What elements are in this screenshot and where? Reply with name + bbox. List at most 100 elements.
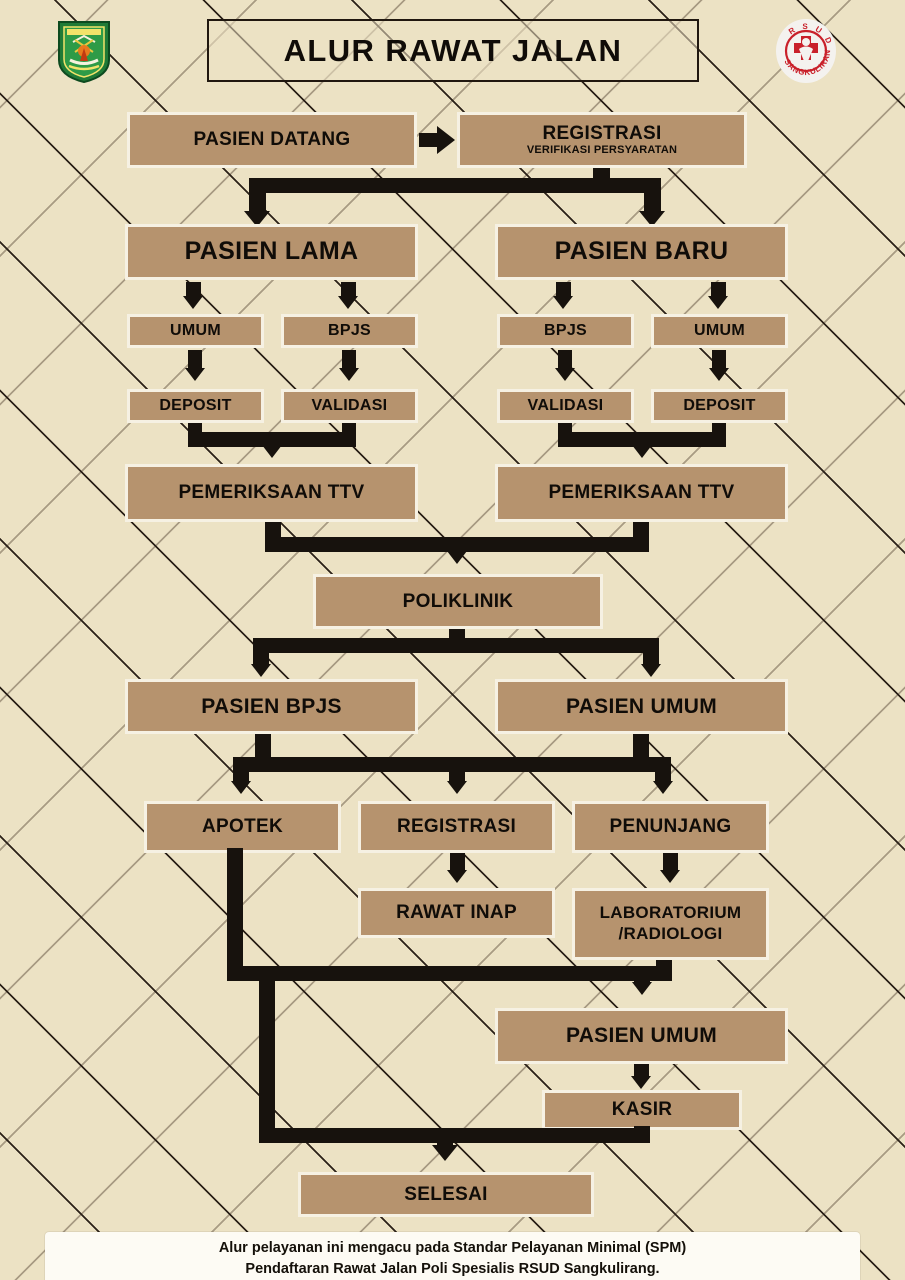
node-label: DEPOSIT	[683, 396, 756, 414]
node-registrasi-top[interactable]: REGISTRASI VERIFIKASI PERSYARATAN	[457, 112, 747, 168]
connector-umum-kasir	[634, 1064, 649, 1079]
connector-datang-registrasi-stem	[419, 133, 439, 147]
node-lama-deposit[interactable]: DEPOSIT	[127, 389, 264, 423]
page-title: ALUR RAWAT JALAN	[283, 32, 623, 68]
footer-line-2: Pendaftaran Rawat Jalan Poli Spesialis R…	[245, 1261, 660, 1277]
arrow-down-selesai	[432, 1145, 458, 1161]
arrow-down-registrasi-low	[447, 781, 467, 794]
node-label: PASIEN UMUM	[565, 1024, 718, 1048]
connector-poliklinik-split-bar	[253, 638, 659, 653]
arrow-down-ttv-left	[262, 445, 282, 458]
connector-split-right-leg	[644, 178, 661, 213]
arrow-down-kasir	[631, 1076, 651, 1089]
node-registrasi-low[interactable]: REGISTRASI	[358, 801, 555, 853]
node-pasien-datang[interactable]: PASIEN DATANG	[127, 112, 417, 168]
connector-lab-merge-bar	[227, 966, 672, 981]
connector-split-bar-top	[249, 178, 661, 193]
node-selesai[interactable]: SELESAI	[298, 1172, 594, 1217]
connector-split-left-leg	[249, 178, 266, 213]
arrow-down-lama-umum	[183, 296, 203, 309]
connector-baru-bpjs	[556, 282, 571, 298]
node-label: REGISTRASI	[542, 123, 662, 145]
arrow-down-pasien-umum-mid	[641, 664, 661, 677]
connector-final-merge-bar	[259, 1128, 650, 1143]
node-pemeriksaan-ttv-left[interactable]: PEMERIKSAAN TTV	[125, 464, 418, 522]
connector-bpjs-validasi-l	[342, 350, 356, 370]
arrow-down-pasien-umum-low	[632, 982, 652, 995]
node-baru-deposit[interactable]: DEPOSIT	[651, 389, 788, 423]
node-lama-bpjs[interactable]: BPJS	[281, 314, 418, 348]
node-baru-umum[interactable]: UMUM	[651, 314, 788, 348]
arrow-down-bpjs-validasi-r	[555, 368, 575, 381]
kabupaten-emblem-icon	[55, 18, 113, 84]
connector-penunjang-lab	[663, 853, 678, 872]
node-label: REGISTRASI	[396, 816, 517, 838]
arrow-down-apotek	[231, 781, 251, 794]
node-baru-validasi[interactable]: VALIDASI	[497, 389, 634, 423]
connector-three-way-mid-leg	[449, 757, 465, 783]
node-pemeriksaan-ttv-right[interactable]: PEMERIKSAAN TTV	[495, 464, 788, 522]
connector-registrasi-rawatinap	[450, 853, 465, 872]
node-label: PENUNJANG	[609, 816, 732, 838]
connector-three-way-right-leg	[655, 757, 671, 783]
arrow-down-bpjs-validasi-l	[339, 368, 359, 381]
connector-umum-deposit-r	[712, 350, 726, 370]
node-label: UMUM	[694, 321, 745, 339]
arrow-down-baru-bpjs	[553, 296, 573, 309]
node-label: SELESAI	[404, 1183, 488, 1205]
node-baru-bpjs[interactable]: BPJS	[497, 314, 634, 348]
connector-baru-umum	[711, 282, 726, 298]
arrow-down-to-pasien-lama	[244, 211, 270, 227]
connector-bpjs-validasi-r	[558, 350, 572, 370]
connector-apotek-down	[227, 848, 243, 978]
node-label: PASIEN LAMA	[184, 237, 359, 266]
connector-lama-bpjs	[341, 282, 356, 298]
node-sublabel: VERIFIKASI PERSYARATAN	[526, 143, 678, 156]
node-label: RAWAT INAP	[396, 902, 517, 924]
node-label: APOTEK	[202, 816, 283, 838]
node-pasien-umum-mid[interactable]: PASIEN UMUM	[495, 679, 788, 734]
connector-poliklinik-split-right	[643, 638, 659, 666]
node-apotek[interactable]: APOTEK	[144, 801, 341, 853]
node-label: VALIDASI	[527, 396, 604, 414]
node-kasir[interactable]: KASIR	[542, 1090, 742, 1130]
arrow-down-umum-deposit-l	[185, 368, 205, 381]
node-pasien-bpjs[interactable]: PASIEN BPJS	[125, 679, 418, 734]
node-lama-validasi[interactable]: VALIDASI	[281, 389, 418, 423]
node-label: PASIEN BPJS	[201, 694, 342, 718]
arrow-right-datang-registrasi	[437, 126, 455, 154]
arrow-down-baru-umum	[708, 296, 728, 309]
connector-merge-stem-right	[635, 432, 649, 447]
node-label: VALIDASI	[311, 396, 388, 414]
node-poliklinik[interactable]: POLIKLINIK	[313, 574, 603, 629]
node-pasien-baru[interactable]: PASIEN BARU	[495, 224, 788, 280]
connector-umum-deposit-l	[188, 350, 202, 370]
node-laboratorium-radiologi[interactable]: LABORATORIUM /RADIOLOGI	[572, 888, 769, 960]
node-penunjang[interactable]: PENUNJANG	[572, 801, 769, 853]
connector-selesai-stem	[437, 1128, 453, 1147]
node-label: KASIR	[611, 1099, 673, 1121]
node-label: BPJS	[544, 321, 587, 339]
node-pasien-umum-low[interactable]: PASIEN UMUM	[495, 1008, 788, 1064]
footer-line-1: Alur pelayanan ini mengacu pada Standar …	[218, 1239, 687, 1256]
arrow-down-laboratorium	[660, 870, 680, 883]
arrow-down-umum-deposit-r	[709, 368, 729, 381]
arrow-down-lama-bpjs	[338, 296, 358, 309]
node-label: PASIEN BARU	[554, 237, 729, 266]
node-lama-umum[interactable]: UMUM	[127, 314, 264, 348]
node-label: UMUM	[170, 321, 221, 339]
node-pasien-lama[interactable]: PASIEN LAMA	[125, 224, 418, 280]
arrow-down-pasien-bpjs	[251, 664, 271, 677]
node-label-line2: /RADIOLOGI	[618, 924, 723, 943]
footer-note: Alur pelayanan ini mengacu pada Standar …	[45, 1232, 860, 1280]
page-title-box: ALUR RAWAT JALAN	[207, 19, 699, 82]
node-label: PASIEN DATANG	[193, 129, 351, 151]
rsud-sangkulirang-logo-icon: R S U D SANGKULIRANG	[772, 11, 837, 84]
arrow-down-poliklinik	[447, 551, 467, 564]
node-rawat-inap[interactable]: RAWAT INAP	[358, 888, 555, 938]
node-label: PASIEN UMUM	[565, 694, 718, 718]
arrow-down-ttv-right	[632, 445, 652, 458]
connector-lama-umum	[186, 282, 201, 298]
arrow-down-penunjang	[653, 781, 673, 794]
